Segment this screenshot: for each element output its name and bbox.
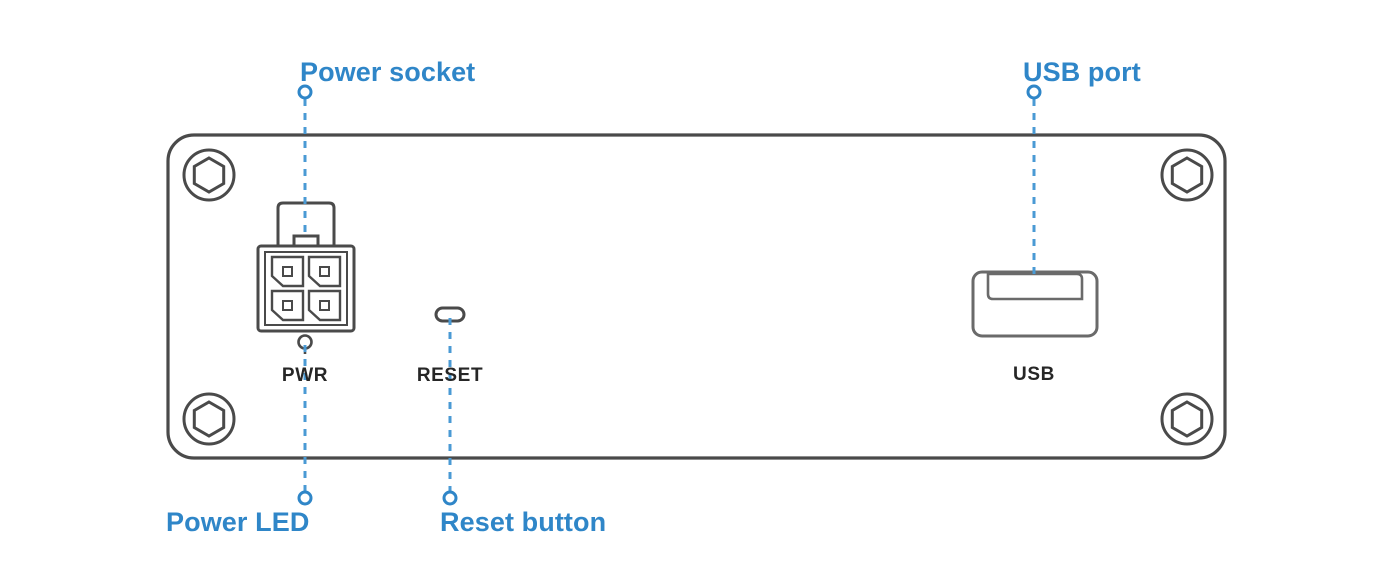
power-socket-pin-4 [307, 289, 342, 322]
power-socket-pin-1 [270, 255, 305, 288]
callout-label-usb-port: USB port [1023, 57, 1141, 87]
power-socket-pin-3 [270, 289, 305, 322]
silkscreen-label-pwr: PWR [282, 365, 328, 386]
screw-bottom-left [182, 392, 236, 446]
screw-bottom-right [1160, 392, 1214, 446]
endpoint-power-socket [297, 84, 313, 100]
callout-leaders [303, 99, 1036, 491]
power-socket-latch-notch [292, 234, 320, 247]
screws-group [182, 148, 1214, 446]
chassis-group [166, 133, 1227, 460]
endpoint-reset-button [442, 490, 458, 506]
screw-top-right [1160, 148, 1214, 202]
endpoint-power-led [297, 490, 313, 506]
callout-labels: Power socket USB port Power LED Reset bu… [166, 57, 1141, 537]
power-socket-pin-2 [307, 255, 342, 288]
silkscreen-label-reset: RESET [417, 365, 483, 386]
chassis-outline [166, 133, 1227, 460]
screw-top-left [182, 148, 236, 202]
callout-label-power-led: Power LED [166, 507, 309, 537]
silkscreen-label-usb: USB [1013, 364, 1055, 385]
callout-label-reset-button: Reset button [440, 507, 606, 537]
endpoint-usb-port [1026, 84, 1042, 100]
usb-port-tongue [986, 272, 1084, 301]
usb-port-connector[interactable] [971, 270, 1099, 338]
power-socket-connector[interactable] [256, 201, 356, 333]
power-socket-shell-inner [264, 251, 348, 326]
silkscreen-labels: PWR RESET USB [282, 364, 1055, 386]
callout-label-power-socket: Power socket [300, 57, 475, 87]
callout-endpoints [297, 84, 1042, 506]
